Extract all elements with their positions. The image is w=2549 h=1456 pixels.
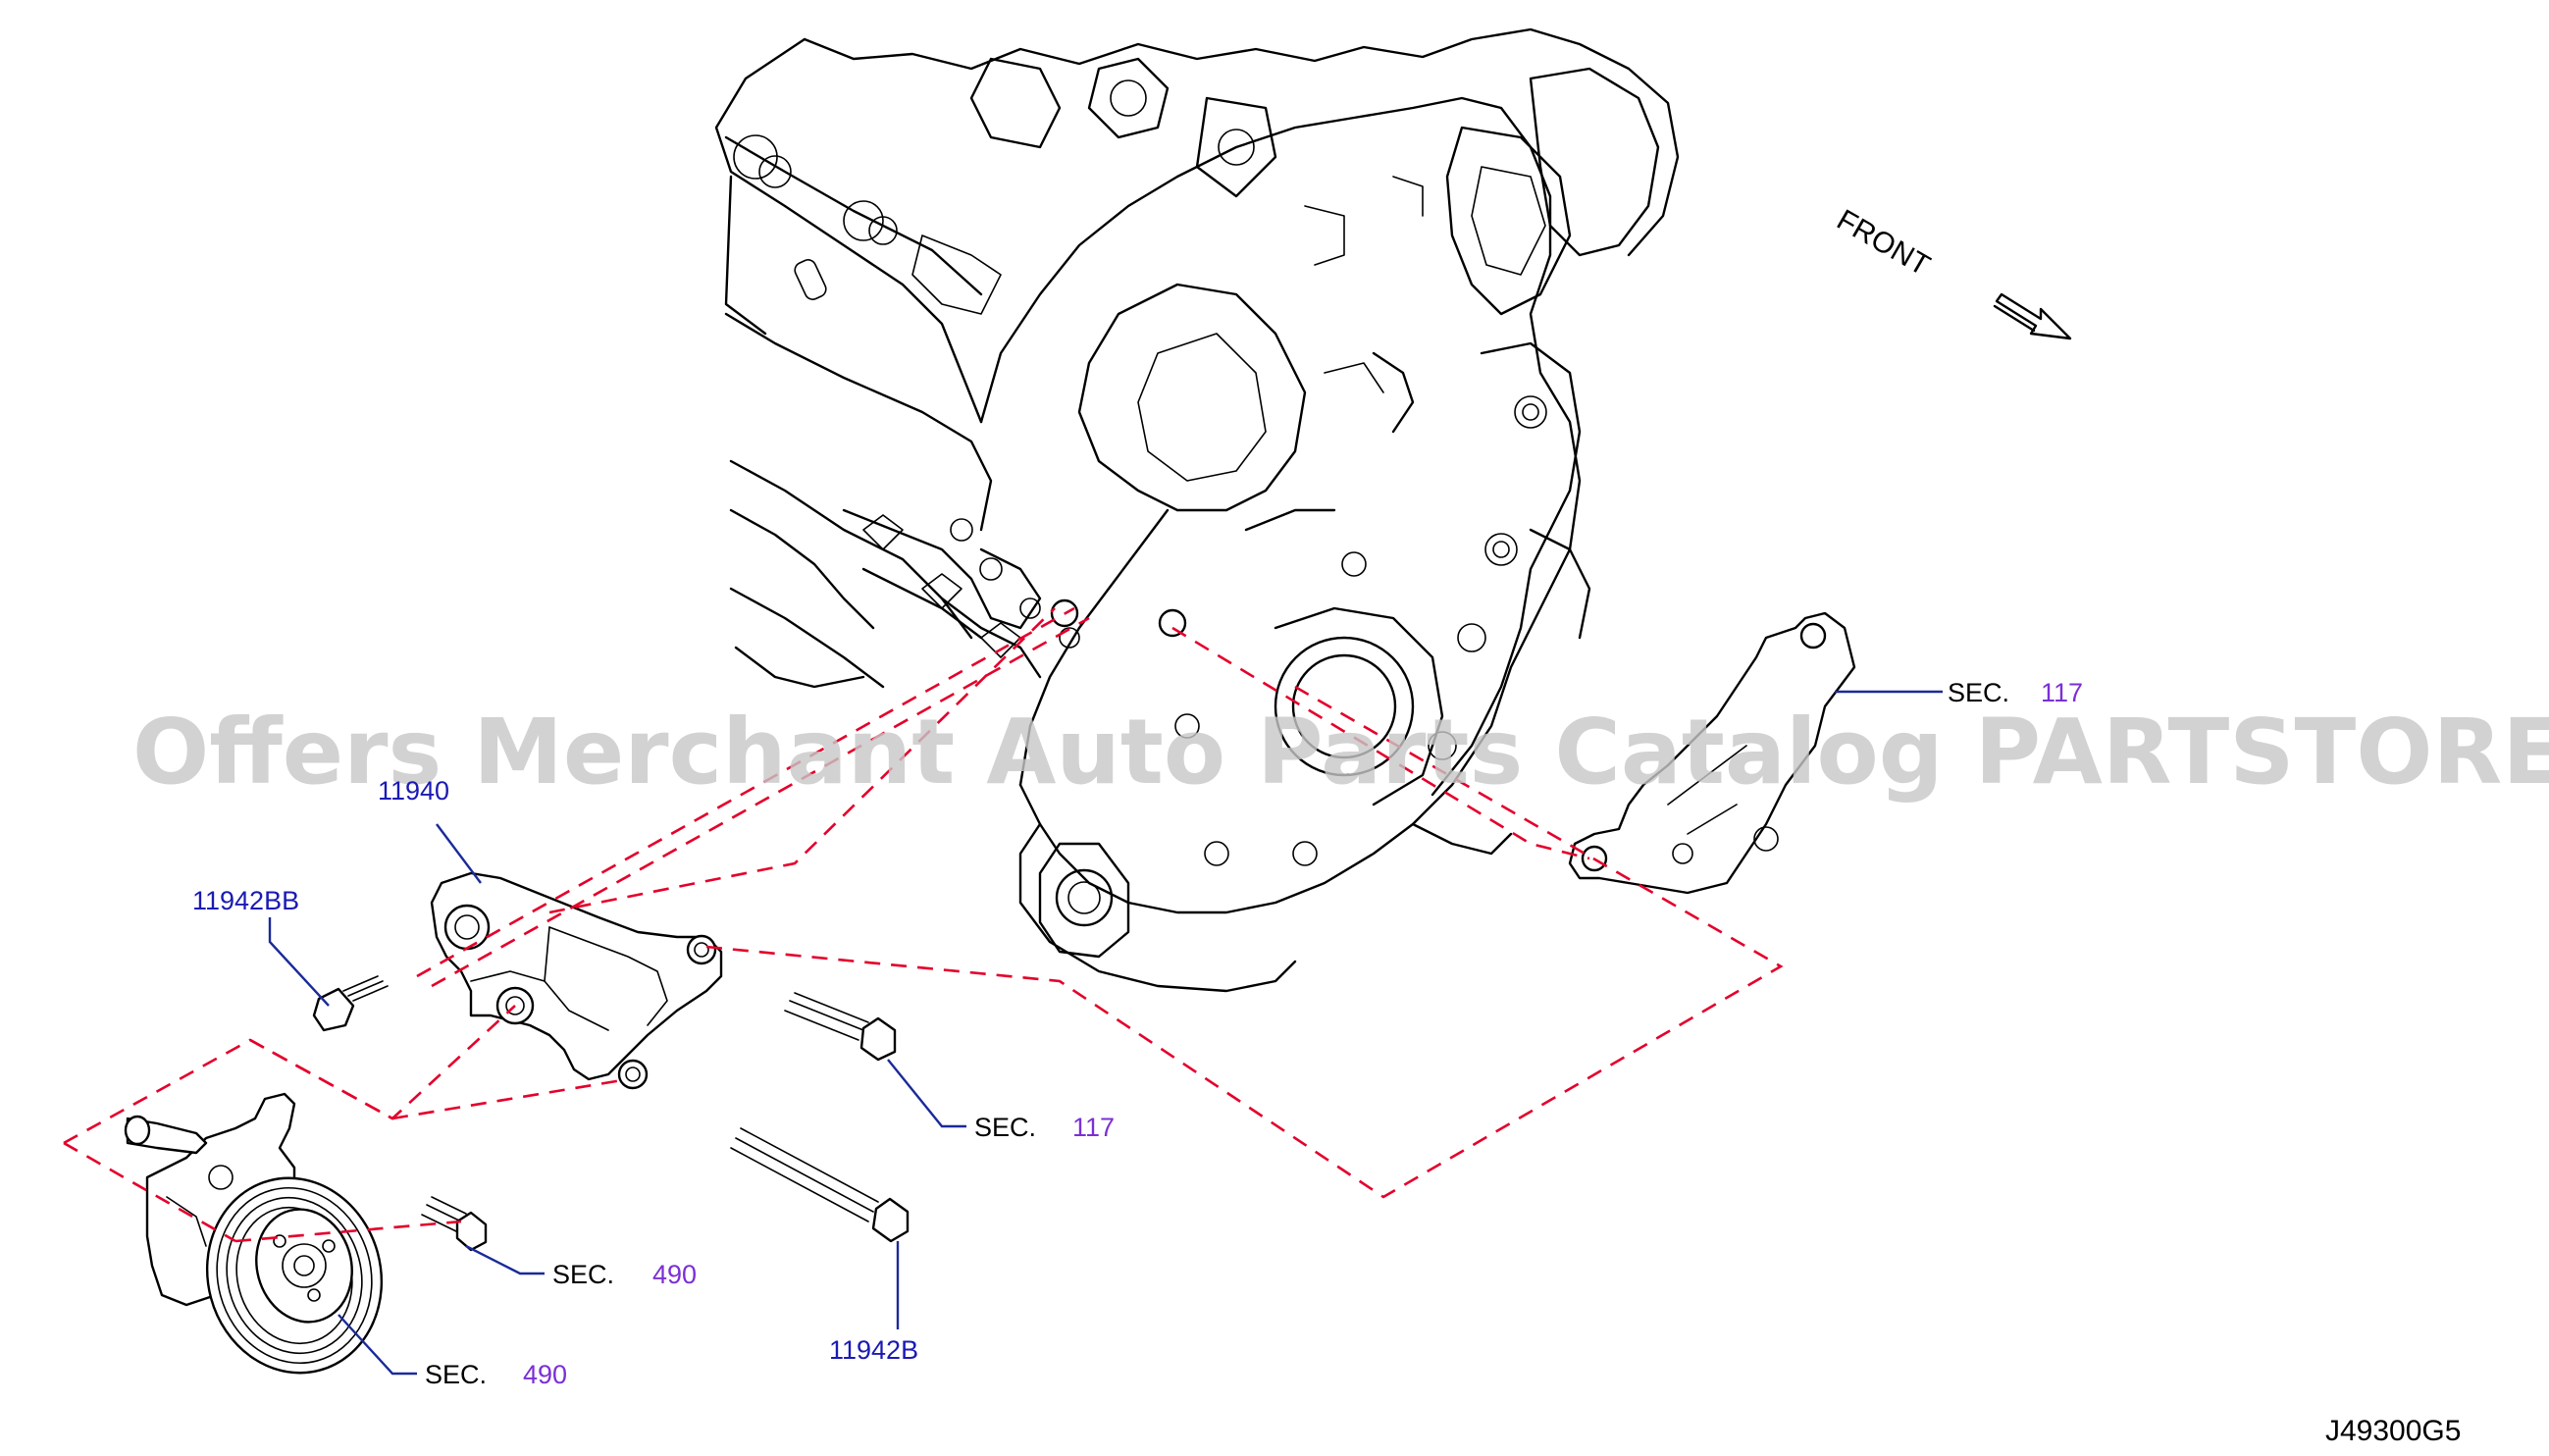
- callout-sec-490-lower-prefix[interactable]: SEC.: [425, 1360, 487, 1389]
- part-number-11942B[interactable]: 11942B: [829, 1335, 918, 1365]
- front-label: FRONT: [1832, 203, 1936, 282]
- pump-mounting-bracket: [430, 871, 723, 1090]
- callout-sec-490-upper-prefix[interactable]: SEC.: [552, 1260, 614, 1289]
- part-number-11942BB[interactable]: 11942BB: [192, 886, 299, 915]
- leader-lines: [268, 690, 1943, 1376]
- callout-sec-490-upper-number[interactable]: 490: [652, 1260, 697, 1289]
- timing-cover-bracket: [1568, 611, 1856, 895]
- part-number-11940[interactable]: 11940: [378, 776, 449, 806]
- callout-sec-117-right-prefix[interactable]: SEC.: [1948, 678, 2009, 707]
- callout-sec-117-mid-prefix[interactable]: SEC.: [974, 1113, 1036, 1142]
- callout-sec-117-mid-number[interactable]: 117: [1072, 1113, 1115, 1142]
- assembly-guide-lines: [63, 606, 1784, 1243]
- diagram-code: J49300G5: [2325, 1415, 2461, 1447]
- bolt-11942B: [730, 1127, 910, 1243]
- power-steering-pump: [124, 1092, 384, 1375]
- callout-sec-490-lower-number[interactable]: 490: [523, 1360, 567, 1389]
- callout-sec-117-right-number[interactable]: 117: [2041, 678, 2083, 707]
- watermark-text: Offers Merchant Auto Parts Catalog PARTS…: [132, 700, 2549, 805]
- bolt-sec-117: [784, 992, 897, 1062]
- front-arrow-icon: [1993, 292, 2072, 340]
- bolt-sec-490: [421, 1196, 488, 1252]
- engine-block: [714, 27, 1680, 993]
